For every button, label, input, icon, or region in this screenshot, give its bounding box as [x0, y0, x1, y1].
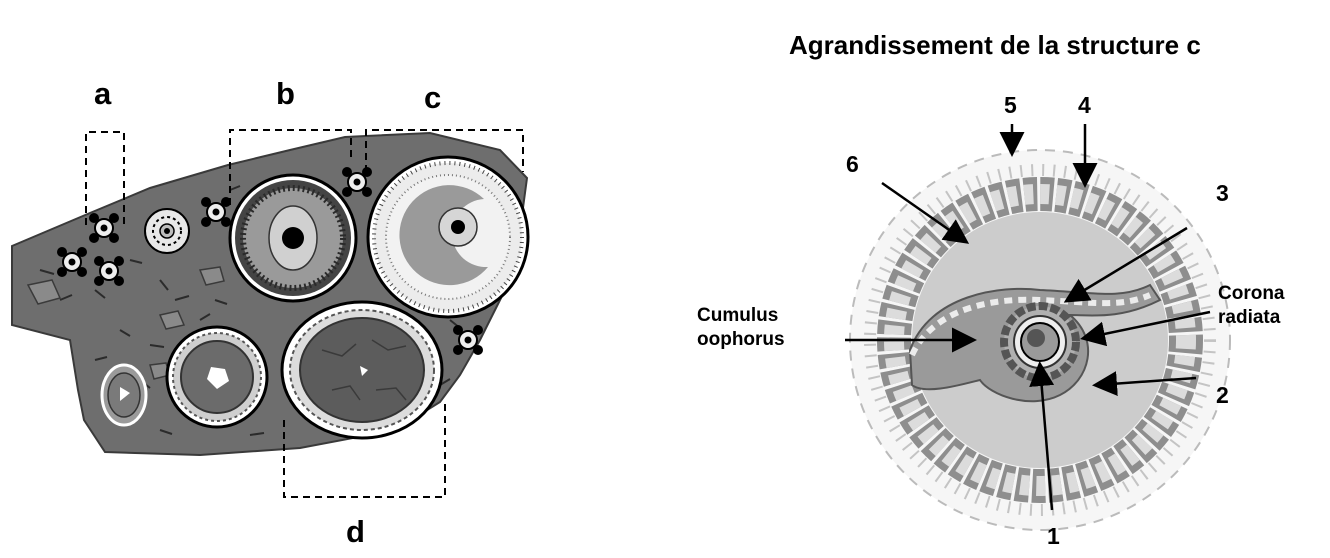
enlargement-title: Agrandissement de la structure c [789, 32, 1201, 58]
cumulus-line-1: Cumulus [697, 304, 785, 328]
label-5: 5 [1004, 94, 1017, 117]
oocyte-nucleus [1027, 329, 1045, 347]
label-d: d [346, 516, 365, 547]
label-corona-radiata: Corona radiata [1218, 282, 1285, 330]
label-3: 3 [1216, 182, 1229, 205]
label-4: 4 [1078, 94, 1091, 117]
corona-line-2: radiata [1218, 306, 1285, 330]
label-6: 6 [846, 153, 859, 176]
label-c: c [424, 82, 441, 113]
label-a: a [94, 78, 111, 109]
label-1: 1 [1047, 525, 1060, 548]
label-2: 2 [1216, 384, 1229, 407]
corona-line-1: Corona [1218, 282, 1285, 306]
label-b: b [276, 78, 295, 109]
label-cumulus-oophorus: Cumulus oophorus [697, 304, 785, 352]
cumulus-line-2: oophorus [697, 328, 785, 352]
